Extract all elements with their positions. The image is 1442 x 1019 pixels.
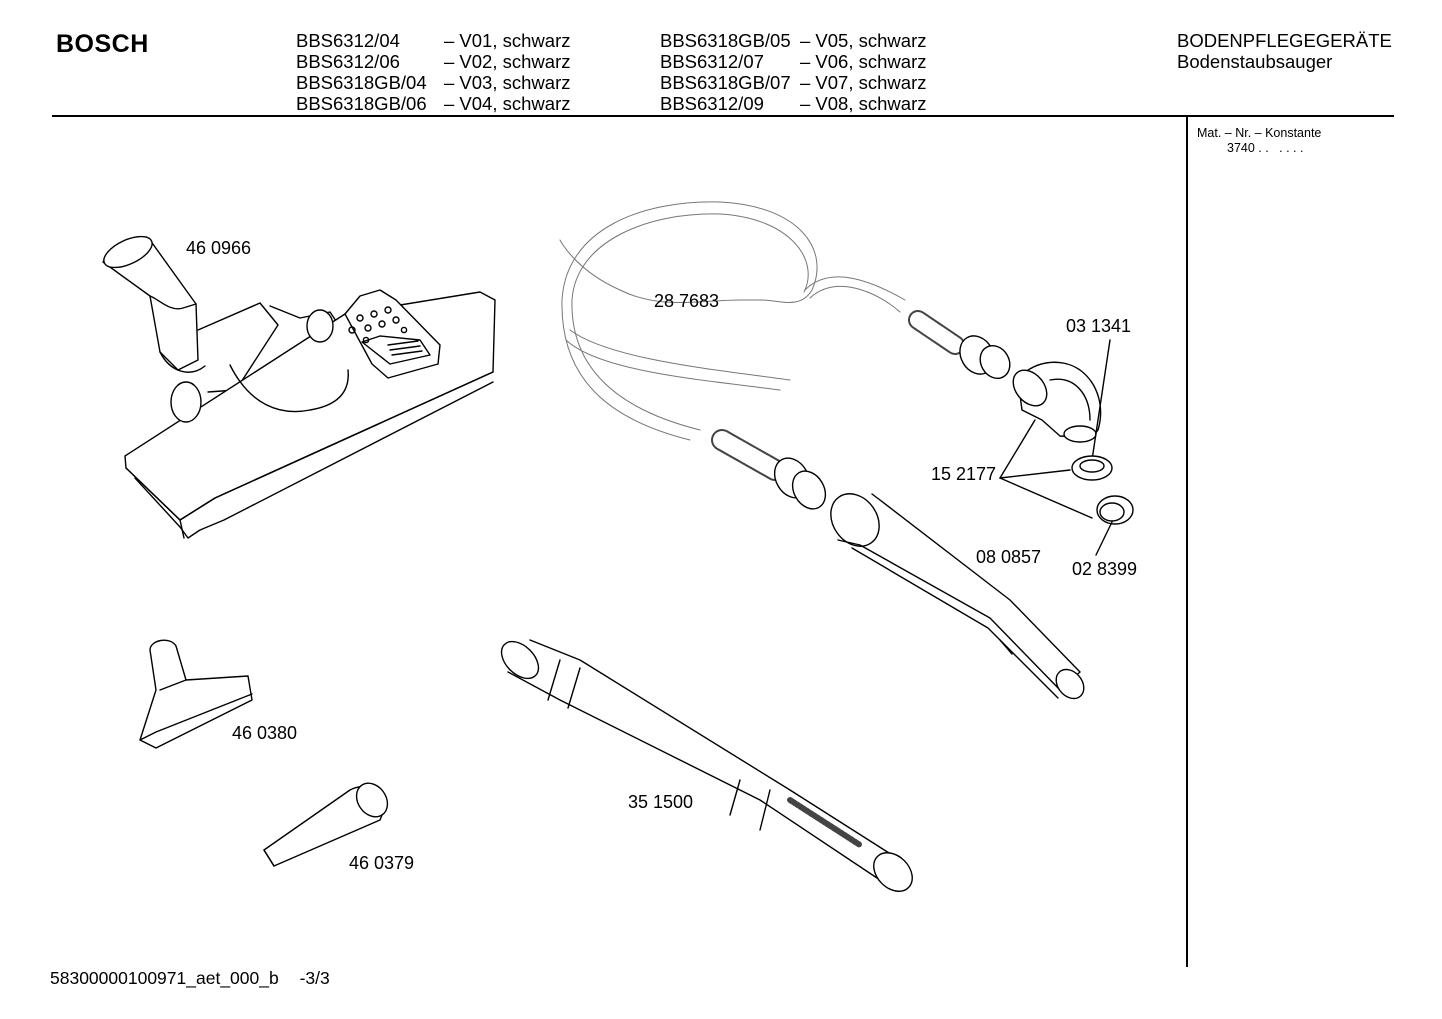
footer: 58300000100971_aet_000_b -3/3 xyxy=(50,968,330,989)
category-subtitle: Bodenstaubsauger xyxy=(1177,51,1333,72)
model-variant: – V05, schwarz xyxy=(800,30,927,51)
floor-nozzle-drawing xyxy=(102,235,496,539)
model-number: BBS6318GB/06 xyxy=(296,93,427,114)
model-variant: – V02, schwarz xyxy=(444,51,571,72)
telescopic-tube-drawing xyxy=(500,639,913,892)
model-row: BBS6318GB/05 – V05, schwarz xyxy=(660,30,926,51)
material-block: Mat. – Nr. – Konstante 3740 . . . . . . xyxy=(1197,126,1321,156)
part-label-clip: 15 2177 xyxy=(931,464,997,484)
model-list-2: BBS6318GB/05 – V05, schwarz BBS6312/07 – V… xyxy=(660,30,926,114)
page-number: -3/3 xyxy=(299,968,330,988)
model-row: BBS6312/04 – V01, schwarz xyxy=(296,30,570,51)
model-number: BBS6318GB/07 xyxy=(660,72,791,93)
hose-drawing xyxy=(559,201,1011,510)
document-id: 58300000100971_aet_000_b xyxy=(50,968,279,988)
model-row: BBS6312/09 – V08, schwarz xyxy=(660,93,926,114)
material-heading: Mat. – Nr. – Konstante xyxy=(1197,126,1322,140)
part-label-telescopic-tube: 35 1500 xyxy=(628,792,694,812)
model-variant: – V01, schwarz xyxy=(444,30,571,51)
model-variant: – V07, schwarz xyxy=(800,72,927,93)
handle-tube-drawing xyxy=(830,493,1085,700)
model-row: BBS6312/06 – V02, schwarz xyxy=(296,51,570,72)
part-label-elbow: 03 1341 xyxy=(1066,316,1132,336)
part-label-upholstery-nozzle: 46 0380 xyxy=(232,723,298,743)
part-label-handle-tube: 08 0857 xyxy=(976,547,1042,567)
category-title: BODENPFLEGEGERÄTE xyxy=(1177,30,1392,51)
clip-seal-drawing xyxy=(999,419,1134,556)
model-list-1: BBS6312/04 – V01, schwarz BBS6312/06 – V02… xyxy=(296,30,570,114)
model-number: BBS6318GB/04 xyxy=(296,72,427,93)
model-row: BBS6318GB/06 – V04, schwarz xyxy=(296,93,570,114)
brand-logo: BOSCH xyxy=(56,30,149,58)
part-label-seal: 02 8399 xyxy=(1072,559,1138,579)
part-label-hose: 28 7683 xyxy=(654,291,720,311)
elbow-drawing xyxy=(1012,339,1111,461)
model-variant: – V03, schwarz xyxy=(444,72,571,93)
model-number: BBS6312/09 xyxy=(660,93,764,114)
model-number: BBS6312/07 xyxy=(660,51,764,72)
model-variant: – V04, schwarz xyxy=(444,93,571,114)
model-row: BBS6318GB/07 – V07, schwarz xyxy=(660,72,926,93)
model-number: BBS6318GB/05 xyxy=(660,30,791,51)
crevice-nozzle-drawing xyxy=(263,782,389,867)
model-row: BBS6318GB/04 – V03, schwarz xyxy=(296,72,570,93)
material-value: 3740 . . . . . . xyxy=(1227,141,1304,155)
model-number: BBS6312/04 xyxy=(296,30,400,51)
part-label-floor-nozzle: 46 0966 xyxy=(186,238,252,258)
category-block: BODENPFLEGEGERÄTE Bodenstaubsauger xyxy=(1177,30,1392,72)
model-row: BBS6312/07 – V06, schwarz xyxy=(660,51,926,72)
header-divider xyxy=(52,115,1394,117)
part-label-crevice-nozzle: 46 0379 xyxy=(349,853,415,873)
model-variant: – V08, schwarz xyxy=(800,93,927,114)
model-variant: – V06, schwarz xyxy=(800,51,927,72)
sidebar-divider xyxy=(1186,116,1188,967)
model-number: BBS6312/06 xyxy=(296,51,400,72)
upholstery-nozzle-drawing xyxy=(139,639,253,749)
